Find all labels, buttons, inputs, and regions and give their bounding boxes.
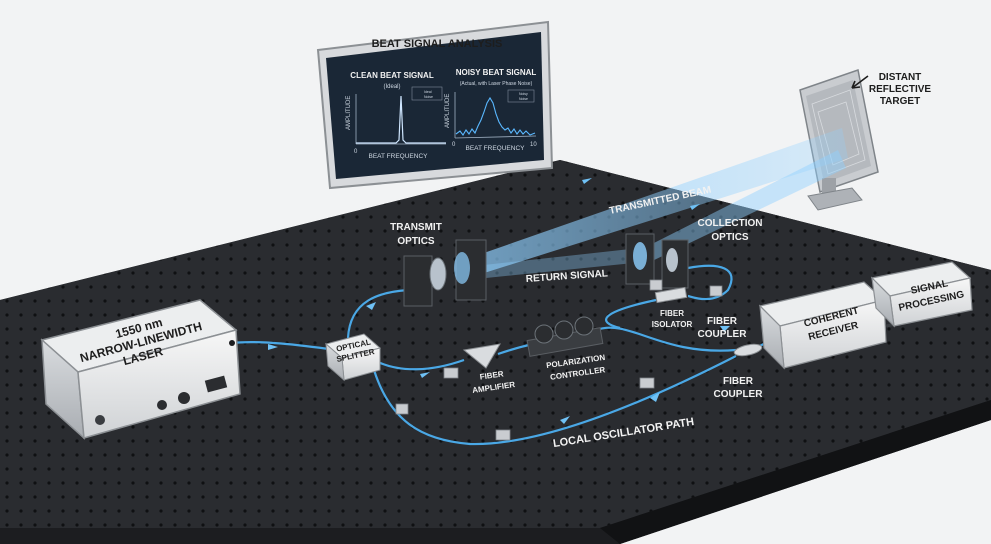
return-beam [648, 150, 846, 262]
chevron-arrow-icon [268, 178, 730, 424]
fiber-splitter-to-amplifier [377, 358, 465, 371]
coupler-b-label-line2: COUPLER [714, 389, 764, 400]
beat-signal-monitor: BEAT SIGNAL ANALYSIS CLEAN BEAT SIGNAL (… [316, 20, 554, 190]
clamp-icon [395, 403, 409, 415]
transmit-optics-label-line2: OPTICS [397, 236, 435, 247]
clean-legend-box [411, 86, 443, 101]
laser-knob-icon [178, 392, 190, 404]
paddle-icon-3 [574, 316, 594, 336]
fiber-clamps [395, 279, 723, 441]
transmit-lens-icon [429, 257, 447, 291]
coupler-body-icon [733, 343, 763, 357]
monitor-title: BEAT SIGNAL ANALYSIS [372, 38, 503, 50]
noisy-legend-noisy: Noisy [519, 92, 528, 96]
noisy-beat-panel: NOISY BEAT SIGNAL (Actual, with Laser Ph… [445, 68, 537, 152]
clamp-icon [495, 429, 511, 441]
clamp-icon [709, 285, 723, 297]
collection-lens-icon-2 [666, 248, 678, 272]
amplifier-label-line1: FIBER [479, 369, 504, 381]
isolator-label-line2: ISOLATOR [652, 320, 693, 329]
transmit-optics-label-line1: TRANSMIT [390, 222, 442, 233]
noisy-x-start: 0 [452, 142, 456, 148]
optical-table [0, 160, 991, 544]
fiber-isolator-to-coupler [605, 298, 657, 330]
laser-display-icon [204, 375, 228, 393]
fiber-coupler-b: FIBER COUPLER [714, 343, 764, 400]
clean-ylabel: AMPLITUDE [346, 96, 352, 130]
collection-optics: COLLECTION OPTICS [625, 218, 763, 289]
target-label-line3: TARGET [880, 96, 920, 107]
clamp-icon [443, 367, 459, 379]
collection-optics-label-line1: COLLECTION [698, 218, 763, 229]
fiber-isolator: FIBER ISOLATOR [652, 286, 693, 329]
optical-splitter: OPTICAL SPLITTER [324, 333, 382, 382]
target-label-line2: REFLECTIVE [869, 84, 932, 95]
laser-connector-icon [95, 415, 105, 425]
fiber-polarization-to-coupler [595, 326, 737, 352]
fiber-laser-to-splitter [231, 341, 337, 352]
noisy-ylabel: AMPLITUDE [445, 94, 451, 128]
clean-x-start: 0 [354, 149, 358, 155]
clean-beat-panel: CLEAN BEAT SIGNAL (Ideal) Ideal Noise AM… [346, 71, 446, 160]
arrow-pointer-icon [851, 75, 869, 89]
collection-optics-label-line2: OPTICS [711, 232, 749, 243]
isolator-label-line1: FIBER [660, 309, 684, 318]
coupler-a-label-line2: COUPLER [698, 329, 748, 340]
clean-xlabel: BEAT FREQUENCY [369, 153, 429, 160]
amplifier-triangle-icon [462, 343, 501, 369]
collection-lens-icon [633, 242, 647, 270]
coupler-a-label-line1: FIBER [707, 316, 738, 327]
clean-panel-subtitle: (Ideal) [383, 84, 400, 90]
clean-legend-ideal: Ideal [424, 90, 432, 94]
transmit-optics: TRANSMIT OPTICS [390, 222, 487, 307]
laser-fiber-port-icon [229, 340, 235, 346]
noisy-legend-box [507, 89, 535, 103]
fiber-coupler-a: FIBER COUPLER [698, 316, 748, 340]
fiber-collection-to-isolator [687, 264, 733, 301]
signal-processing-unit: SIGNAL PROCESSING [870, 261, 973, 328]
optical-beams: TRANSMITTED BEAM RETURN SIGNAL [458, 128, 848, 285]
noisy-xlabel: BEAT FREQUENCY [466, 145, 526, 152]
noisy-trace [455, 96, 536, 136]
noisy-x-end: 10 [530, 142, 537, 148]
clean-legend-noise: Noise [424, 95, 433, 99]
coupler-b-label-line1: FIBER [723, 376, 754, 387]
laser-knob-icon-2 [157, 400, 167, 410]
clamp-icon [639, 377, 655, 389]
fiber-splitter-to-transmit [346, 288, 409, 339]
noisy-legend-noise: Noise [519, 97, 528, 101]
noisy-panel-subtitle: (Actual, with Laser Phase Noise) [460, 81, 533, 87]
target-label-line1: DISTANT [879, 72, 922, 83]
clean-trace [356, 95, 446, 144]
paddle-icon-1 [534, 324, 554, 344]
paddle-icon-2 [554, 320, 574, 340]
coherent-receiver: COHERENT RECEIVER [758, 281, 887, 370]
clamp-icon [649, 279, 663, 291]
transmit-lens-icon-2 [454, 252, 470, 284]
laser-source-box: 1550 nm NARROW-LINEWIDTH LASER [40, 299, 241, 440]
clean-panel-title: CLEAN BEAT SIGNAL [350, 71, 434, 80]
noisy-panel-title: NOISY BEAT SIGNAL [456, 68, 537, 77]
transmitted-beam [458, 128, 848, 280]
